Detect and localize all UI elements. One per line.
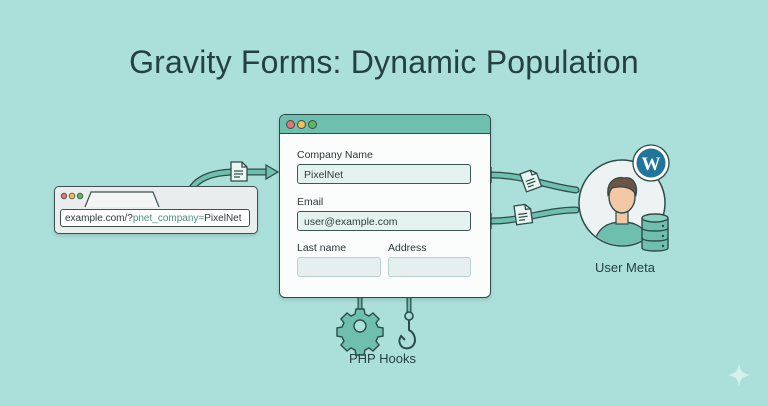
maximize-dot[interactable] [308,120,317,129]
svg-text:W: W [642,154,661,175]
document-icon [230,161,248,182]
diagram-title: Gravity Forms: Dynamic Population [129,44,639,80]
address-input[interactable] [388,257,471,277]
sparkle-icon [728,363,750,387]
email-label: Email [297,196,324,208]
url-equals: = [198,213,205,224]
browser-window: example.com/?pnet_company=PixelNet [54,186,258,234]
browser-tab [60,191,160,208]
url-input[interactable]: example.com/?pnet_company=PixelNet [60,209,250,227]
form-window: Company Name PixelNet Email user@example… [279,114,491,298]
company-name-label: Company Name [297,149,373,161]
user-meta-label: User Meta [595,260,655,275]
url-value: PixelNet [204,213,242,224]
url-prefix: example.com/? [65,213,133,224]
gear-icon [336,308,384,356]
email-input[interactable]: user@example.com [297,211,471,231]
address-label: Address [388,242,427,254]
last-name-input[interactable] [297,257,381,277]
window-titlebar [280,115,490,134]
close-dot[interactable] [286,120,295,129]
hook-icon [398,311,416,350]
database-icon [641,213,669,252]
php-hooks-label: PHP Hooks [349,351,416,366]
wordpress-icon: W [632,144,670,182]
last-name-label: Last name [297,242,347,254]
company-name-input[interactable]: PixelNet [297,164,471,184]
url-param: pnet_company [132,213,199,224]
minimize-dot[interactable] [297,120,306,129]
